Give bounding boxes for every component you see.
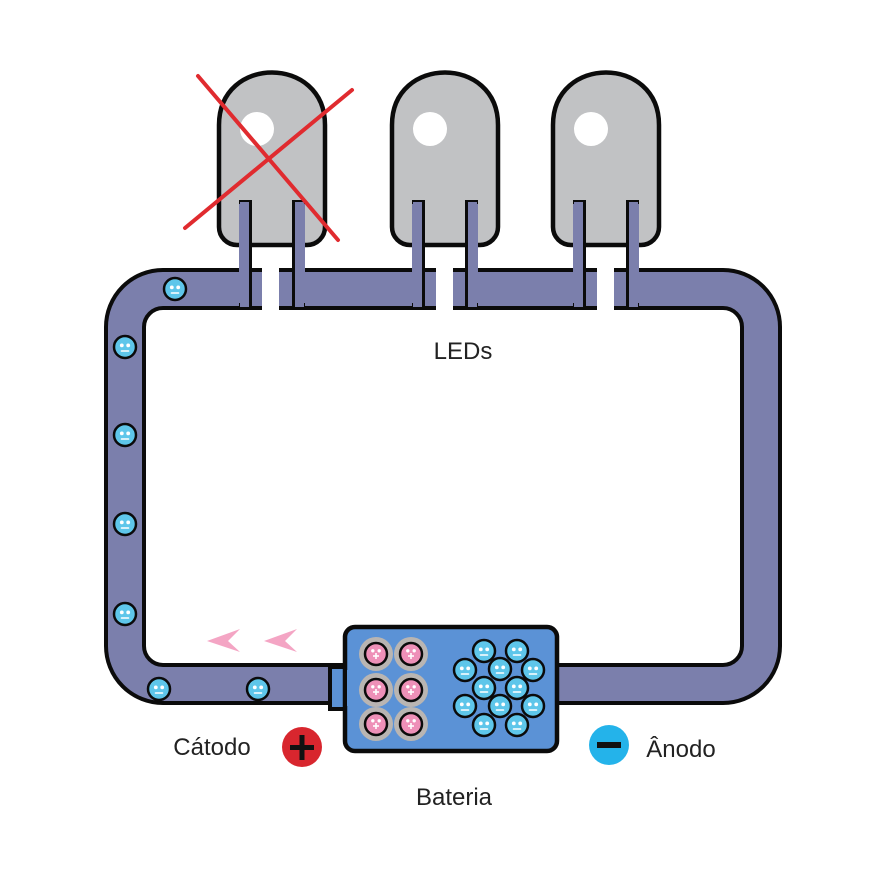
battery-label: Bateria — [416, 784, 493, 811]
current-direction-arrows — [207, 629, 297, 652]
anode-label: Ânodo — [646, 736, 715, 763]
minus-terminal-icon — [589, 725, 629, 765]
led-2 — [392, 73, 498, 307]
leds-label: LEDs — [434, 338, 493, 365]
cathode-label: Cátodo — [173, 734, 250, 761]
led-1 — [219, 73, 325, 307]
plus-terminal-icon — [282, 727, 322, 767]
led-3 — [553, 73, 659, 307]
broken-led-cross-icon — [183, 74, 354, 242]
